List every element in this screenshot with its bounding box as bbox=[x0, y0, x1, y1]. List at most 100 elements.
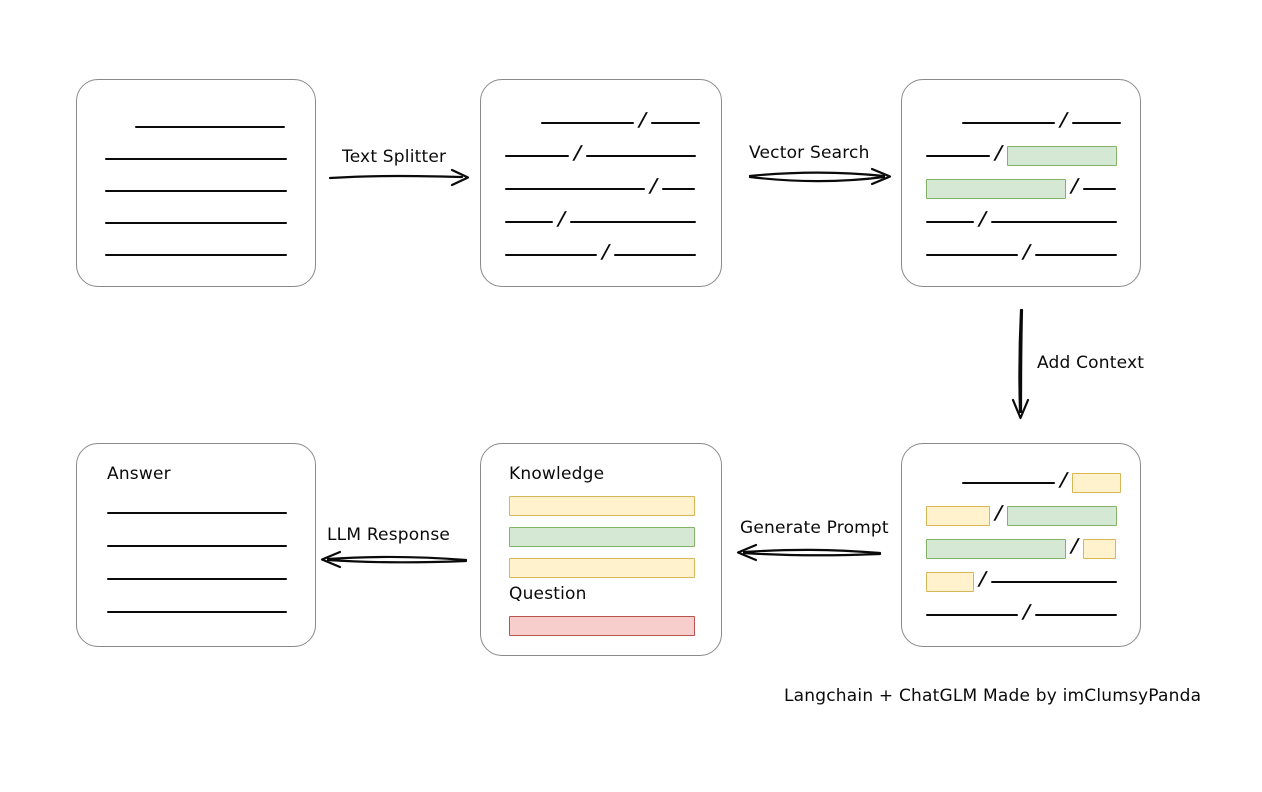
card-source-document[interactable] bbox=[76, 79, 316, 287]
context-chunks-line-4: / bbox=[902, 567, 1140, 592]
context-chunks-line-2: / bbox=[902, 501, 1140, 526]
slash-separator-icon: / bbox=[1068, 174, 1081, 197]
card-context-chunks[interactable]: / / / / / bbox=[901, 443, 1141, 647]
arrow-add-context bbox=[1011, 308, 1030, 420]
slash-separator-icon: / bbox=[976, 207, 989, 230]
knowledge-label: Knowledge bbox=[509, 464, 605, 484]
split-chunks-rule bbox=[650, 121, 700, 125]
split-chunks-rule bbox=[661, 187, 695, 191]
arrow-label-llm-response: LLM Response bbox=[327, 525, 451, 545]
slash-separator-icon: / bbox=[1057, 468, 1070, 491]
answer-line-3 bbox=[77, 570, 315, 588]
split-chunks-rule bbox=[505, 220, 553, 224]
split-chunks-line-1: / bbox=[481, 108, 721, 132]
split-chunks-rule bbox=[613, 253, 696, 257]
context-chunks-rule bbox=[926, 613, 1018, 617]
card-split-chunks[interactable]: / / / / / bbox=[480, 79, 722, 287]
slash-separator-icon: / bbox=[1057, 108, 1070, 131]
slash-separator-icon: / bbox=[1020, 600, 1033, 623]
source-document-rule bbox=[105, 157, 287, 161]
slash-separator-icon: / bbox=[647, 174, 660, 197]
arrow-vector-search bbox=[748, 167, 892, 186]
matched-chunks-rule bbox=[990, 220, 1117, 224]
matched-chunks-line-3: / bbox=[902, 174, 1140, 199]
context-chunks-chip-yellow bbox=[1071, 473, 1121, 493]
context-chunks-chip-green bbox=[1006, 506, 1117, 526]
slash-separator-icon: / bbox=[992, 501, 1005, 524]
slash-separator-icon: / bbox=[555, 207, 568, 230]
matched-chunks-rule bbox=[1082, 187, 1116, 191]
answer-rule bbox=[107, 511, 287, 515]
context-chunks-chip-yellow bbox=[1082, 539, 1116, 559]
source-document-line-2 bbox=[77, 150, 315, 168]
knowledge-bar-1 bbox=[509, 496, 695, 516]
context-chunks-chip-yellow bbox=[926, 506, 990, 526]
source-document-rule bbox=[135, 125, 285, 129]
knowledge-bar-2 bbox=[509, 527, 695, 547]
matched-chunks-chip-green bbox=[926, 179, 1066, 199]
question-label: Question bbox=[509, 584, 587, 604]
matched-chunks-rule bbox=[926, 253, 1018, 257]
slash-separator-icon: / bbox=[1068, 534, 1081, 557]
footer-credit: Langchain + ChatGLM Made by imClumsyPand… bbox=[784, 686, 1202, 706]
answer-line-4 bbox=[77, 603, 315, 621]
slash-separator-icon: / bbox=[571, 141, 584, 164]
card-matched-chunks[interactable]: / / / / / bbox=[901, 79, 1141, 287]
matched-chunks-chip-green bbox=[1006, 146, 1117, 166]
arrow-label-add-context: Add Context bbox=[1037, 353, 1145, 373]
context-chunks-rule bbox=[1034, 613, 1117, 617]
question-bar-1 bbox=[509, 616, 695, 636]
arrow-generate-prompt bbox=[736, 543, 882, 562]
split-chunks-line-2: / bbox=[481, 141, 721, 165]
arrow-label-vector-search: Vector Search bbox=[749, 143, 870, 163]
answer-line-1 bbox=[77, 504, 315, 522]
card-prompt[interactable]: Knowledge Question bbox=[480, 443, 722, 656]
matched-chunks-rule bbox=[1071, 121, 1121, 125]
matched-chunks-rule bbox=[962, 121, 1055, 125]
matched-chunks-line-4: / bbox=[902, 207, 1140, 231]
answer-rule bbox=[107, 577, 287, 581]
matched-chunks-rule bbox=[1034, 253, 1117, 257]
source-document-line-1 bbox=[77, 118, 315, 136]
split-chunks-line-3: / bbox=[481, 174, 721, 198]
slash-separator-icon: / bbox=[992, 141, 1005, 164]
split-chunks-rule bbox=[505, 187, 645, 191]
answer-rule bbox=[107, 544, 287, 548]
source-document-rule bbox=[105, 253, 287, 257]
card-answer[interactable]: Answer bbox=[76, 443, 316, 647]
answer-label: Answer bbox=[107, 464, 171, 484]
slash-separator-icon: / bbox=[636, 108, 649, 131]
context-chunks-line-3: / bbox=[902, 534, 1140, 559]
matched-chunks-line-2: / bbox=[902, 141, 1140, 166]
arrow-text-splitter bbox=[328, 168, 470, 187]
context-chunks-rule bbox=[962, 481, 1055, 485]
knowledge-bar-3 bbox=[509, 558, 695, 578]
context-chunks-chip-yellow bbox=[926, 572, 974, 592]
split-chunks-rule bbox=[541, 121, 634, 125]
context-chunks-line-1: / bbox=[902, 468, 1140, 493]
source-document-rule bbox=[105, 221, 287, 225]
matched-chunks-rule bbox=[926, 220, 974, 224]
split-chunks-line-4: / bbox=[481, 207, 721, 231]
source-document-line-3 bbox=[77, 182, 315, 200]
context-chunks-line-5: / bbox=[902, 600, 1140, 624]
split-chunks-rule bbox=[505, 154, 569, 158]
context-chunks-rule bbox=[990, 580, 1117, 584]
answer-rule bbox=[107, 610, 287, 614]
arrow-label-text-splitter: Text Splitter bbox=[342, 147, 447, 167]
arrow-llm-response bbox=[320, 550, 468, 569]
slash-separator-icon: / bbox=[1020, 240, 1033, 263]
context-chunks-chip-green bbox=[926, 539, 1066, 559]
slash-separator-icon: / bbox=[976, 567, 989, 590]
split-chunks-rule bbox=[569, 220, 696, 224]
slash-separator-icon: / bbox=[599, 240, 612, 263]
split-chunks-rule bbox=[505, 253, 597, 257]
source-document-rule bbox=[105, 189, 287, 193]
source-document-line-4 bbox=[77, 214, 315, 232]
matched-chunks-line-1: / bbox=[902, 108, 1140, 132]
answer-line-2 bbox=[77, 537, 315, 555]
source-document-line-5 bbox=[77, 246, 315, 264]
split-chunks-rule bbox=[585, 154, 696, 158]
split-chunks-line-5: / bbox=[481, 240, 721, 264]
